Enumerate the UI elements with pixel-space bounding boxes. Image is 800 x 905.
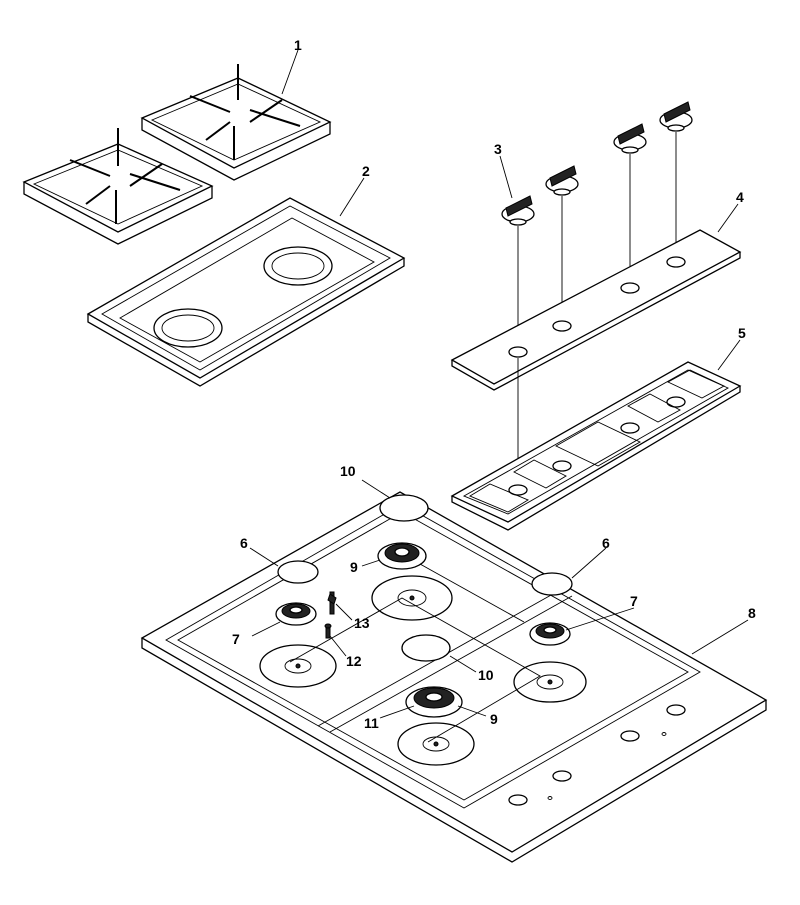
burner-left-base [259, 644, 337, 688]
knob-3 [613, 123, 647, 284]
burner-head-front [405, 686, 463, 718]
callout-4: 4 [736, 189, 744, 205]
callout-1: 1 [294, 37, 302, 53]
knob-2 [545, 165, 579, 322]
callout-10-front: 10 [478, 667, 494, 683]
callout-5: 5 [738, 325, 746, 341]
knob-4 [659, 101, 693, 258]
callout-6-left: 6 [240, 535, 248, 551]
callout-labels: 1 2 3 4 5 6 6 7 7 8 9 9 10 10 11 12 13 [232, 37, 756, 731]
callout-13: 13 [354, 615, 370, 631]
burner-grates [22, 64, 332, 245]
burner-cap-small-left [277, 560, 319, 584]
burner-right-base [513, 661, 587, 703]
callout-11: 11 [364, 715, 379, 731]
burner-back-left-base [371, 575, 453, 621]
burner-box [86, 197, 406, 387]
callout-12: 12 [346, 653, 362, 669]
burner-head-left [275, 602, 317, 626]
cooktop-surface [140, 491, 768, 863]
knob-1 [501, 195, 535, 346]
burner-cap-back [379, 494, 429, 522]
callout-7-right: 7 [630, 593, 638, 609]
control-panel [450, 229, 742, 488]
control-knobs [501, 101, 693, 346]
callout-6-right: 6 [602, 535, 610, 551]
panel-gasket [450, 361, 742, 531]
callout-8: 8 [748, 605, 756, 621]
callout-9-back: 9 [350, 559, 358, 575]
burner-cap-front [401, 634, 451, 662]
burner-front-base [397, 722, 475, 766]
callout-7-left: 7 [232, 631, 240, 647]
igniter-electrode [327, 591, 337, 615]
callout-9-front: 9 [490, 711, 498, 727]
callout-2: 2 [362, 163, 370, 179]
callout-3: 3 [494, 141, 502, 157]
burner-cap-small-right [531, 572, 573, 596]
grate-front [22, 128, 214, 245]
igniter-screw [324, 623, 332, 639]
burner-head-right [529, 622, 571, 646]
leader-lines [249, 49, 749, 719]
grate-back [140, 64, 332, 181]
burner-head-back [377, 542, 427, 570]
callout-10-back: 10 [340, 463, 356, 479]
